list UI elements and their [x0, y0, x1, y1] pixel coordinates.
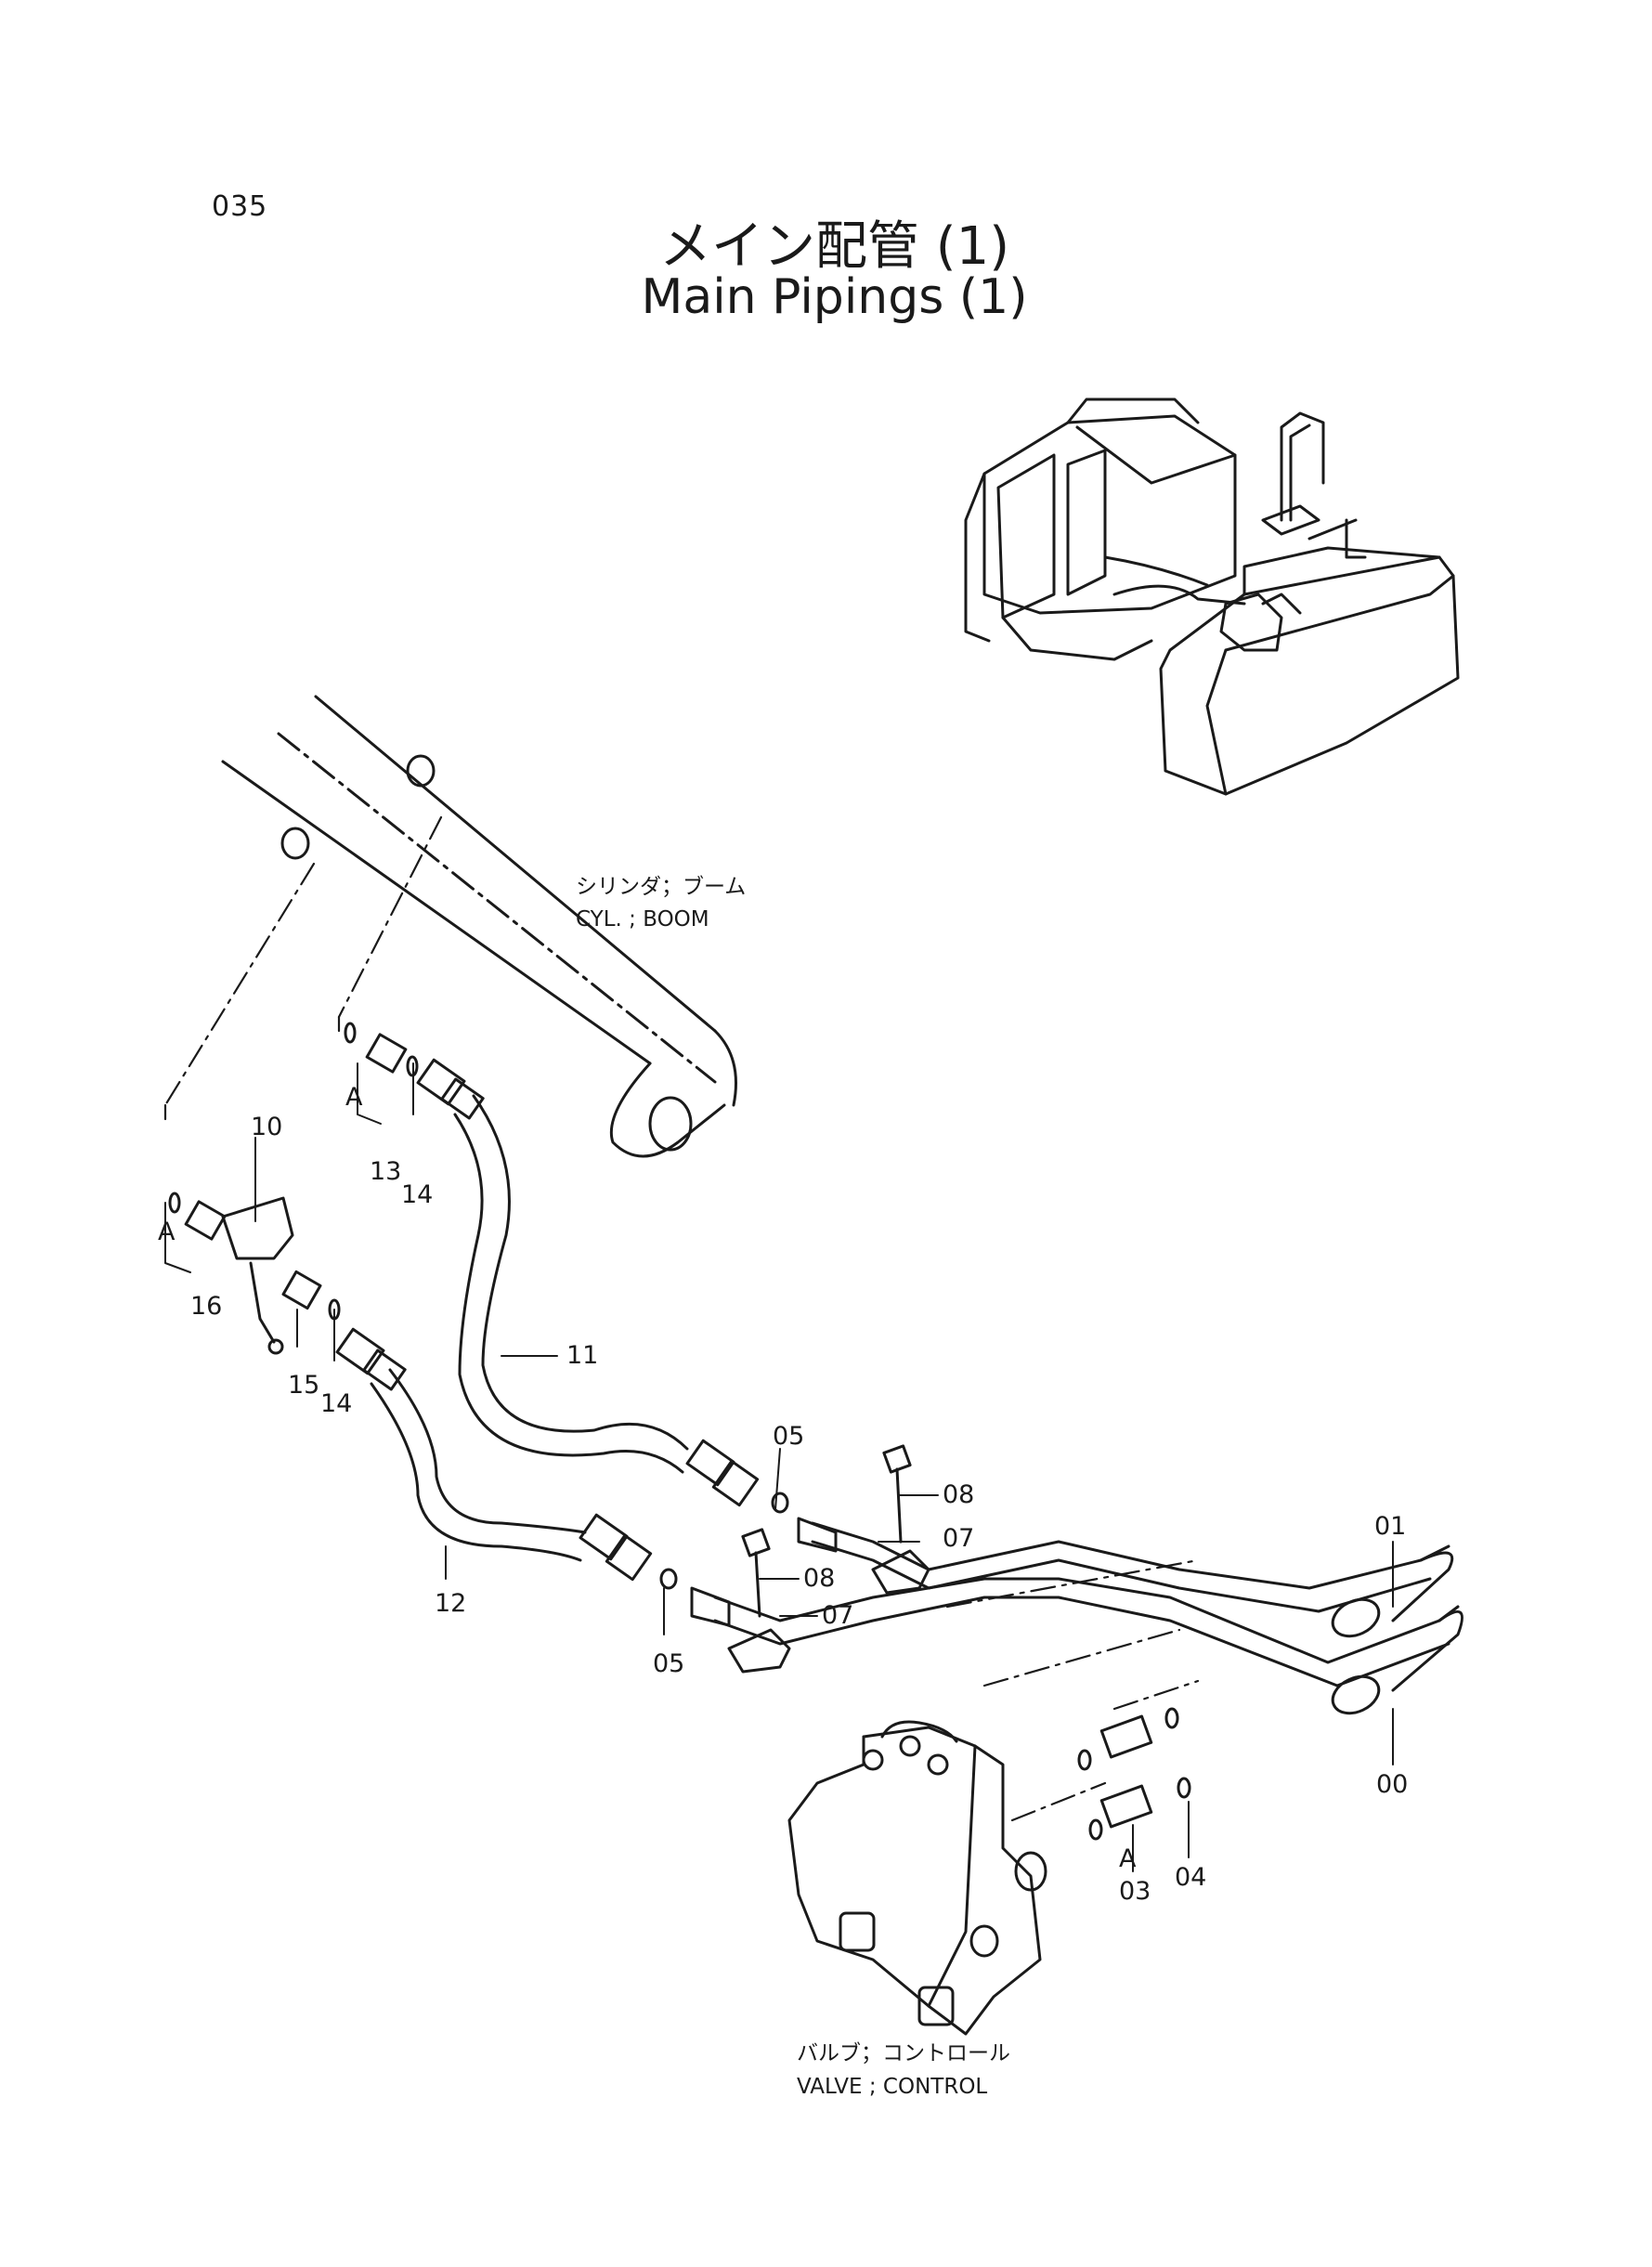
callout-08b: 08 [803, 1564, 835, 1593]
callout-08a: 08 [943, 1480, 974, 1509]
fittings-left [168, 1022, 789, 1590]
callout-03: 03 [1119, 1877, 1151, 1906]
fittings-valve [1077, 1707, 1191, 1841]
caption-valve-jp: バルブ；コントロール [797, 2041, 1010, 2065]
callout-04: 04 [1175, 1863, 1206, 1892]
callout-10: 10 [251, 1113, 282, 1141]
excavator-overview [964, 397, 1460, 796]
callout-a-left: A [158, 1218, 176, 1246]
callout-a-valve: A [1119, 1844, 1137, 1873]
page-number: 035 [212, 190, 268, 223]
callout-16: 16 [190, 1292, 222, 1321]
caption-boom-en: CYL. ; BOOM [576, 907, 709, 932]
caption-valve-en: VALVE ; CONTROL [797, 2075, 987, 2099]
callout-01: 01 [1374, 1512, 1406, 1541]
callout-14b: 14 [320, 1389, 352, 1418]
callout-12: 12 [435, 1589, 466, 1618]
boom-cylinder [221, 695, 737, 1158]
callout-15: 15 [288, 1371, 319, 1400]
caption-boom-jp: シリンダ；ブーム [576, 875, 746, 899]
title-english: Main Pipings (1) [641, 269, 1028, 325]
leader-lines [164, 1062, 1394, 1872]
control-valve [787, 1720, 1047, 2036]
callout-07b: 07 [822, 1601, 853, 1630]
phantom-lines [163, 815, 1200, 1822]
title-japanese: メイン配管 (1) [658, 216, 1010, 277]
callout-00: 00 [1376, 1770, 1408, 1799]
callout-07a: 07 [943, 1524, 974, 1553]
callout-11: 11 [566, 1341, 598, 1370]
callout-a-upper: A [345, 1083, 363, 1112]
hose-11 [416, 1058, 760, 1507]
callout-13: 13 [370, 1157, 401, 1186]
steel-pipes [690, 1517, 1463, 1715]
callout-05a: 05 [773, 1422, 804, 1451]
clamps-bolts [727, 1444, 930, 1674]
callout-05b: 05 [653, 1649, 684, 1678]
hose-12 [335, 1327, 653, 1582]
callout-14a: 14 [401, 1180, 433, 1209]
